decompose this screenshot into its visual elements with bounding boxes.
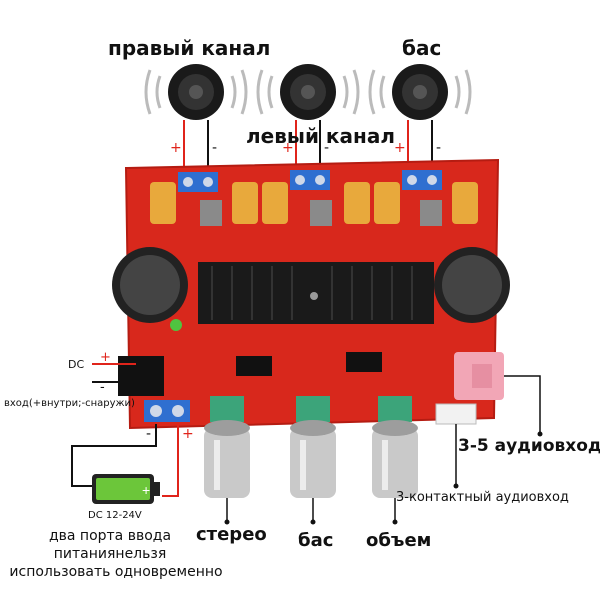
knob-volume — [372, 420, 418, 498]
knob-stereo — [204, 420, 250, 498]
polarity-minus-left: - — [324, 140, 330, 156]
label-audio-in-35: 3-5 аудиовход — [458, 436, 600, 456]
speaker-left-icon — [256, 64, 360, 120]
polarity-plus-bass: + — [394, 140, 406, 156]
power-note-line3: использовать одновременно — [9, 564, 223, 580]
power-note-line2: питаниянельзя — [53, 546, 167, 562]
pcb-board — [112, 158, 510, 430]
polarity-minus-right: - — [212, 140, 218, 156]
label-battery-voltage: DC 12-24V — [88, 510, 142, 521]
knob-bass — [290, 420, 336, 498]
polarity-minus-bass: - — [436, 140, 442, 156]
polarity-minus-dc: - — [100, 380, 105, 395]
battery-icon: + — [92, 474, 160, 504]
label-bass-top: бас — [402, 36, 442, 60]
speaker-bass-icon — [368, 64, 472, 120]
polarity-plus-terminal: + — [182, 426, 194, 442]
label-knob-stereo: стерео — [196, 524, 267, 545]
label-input-polarity: вход(+внутри;-снаружи) — [4, 398, 135, 409]
label-right-channel: правый канал — [108, 36, 271, 60]
label-dc: DC — [68, 358, 85, 371]
label-left-channel: левый канал — [246, 124, 395, 148]
svg-text:+: + — [142, 482, 150, 498]
polarity-plus-dc: + — [100, 350, 111, 365]
label-knob-bass: бас — [298, 530, 334, 551]
power-note-line1: два порта ввода — [48, 528, 172, 544]
polarity-plus-right: + — [170, 140, 182, 156]
polarity-plus-left: + — [282, 140, 294, 156]
polarity-minus-terminal: - — [146, 426, 152, 442]
label-knob-volume: объем — [366, 530, 432, 551]
label-audio-in-3pin: 3-контактный аудиовход — [396, 490, 569, 505]
speaker-right-icon — [144, 64, 248, 120]
